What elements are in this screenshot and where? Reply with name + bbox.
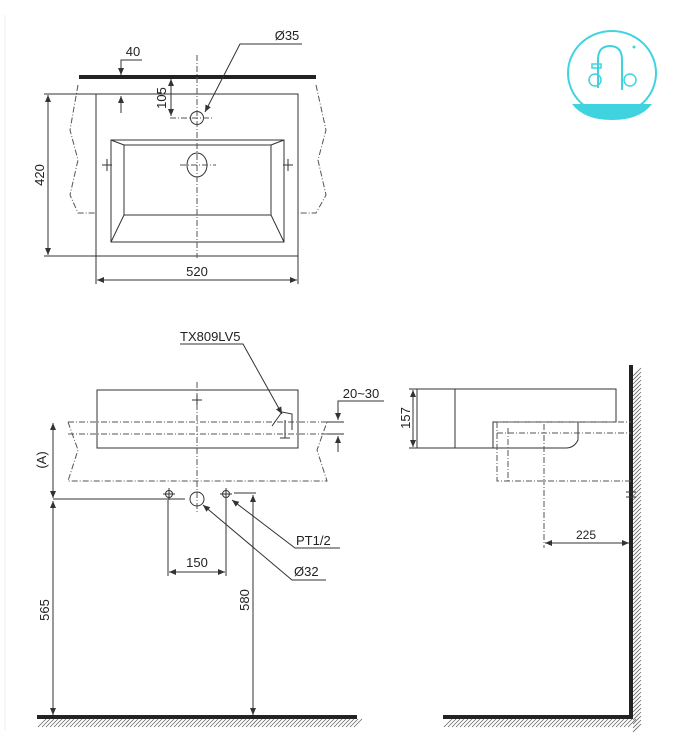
mount-mark-right bbox=[283, 159, 293, 171]
supply-right bbox=[220, 488, 232, 500]
side-view: 157 225 bbox=[398, 365, 642, 733]
faucet-logo-icon bbox=[567, 30, 657, 120]
mount-mark-left bbox=[102, 159, 112, 171]
dim-faucet-hole-diameter: Ø35 bbox=[275, 28, 300, 43]
front-view: TX809LV5 20~30 (A) 150 PT1/2 Ø32 565 580 bbox=[34, 329, 384, 728]
dim-drain-height: 565 bbox=[37, 599, 52, 621]
faucet-fitting bbox=[271, 411, 293, 439]
dim-width: 520 bbox=[186, 264, 208, 279]
supply-left bbox=[163, 488, 175, 500]
dim-wall-to-drain: 225 bbox=[576, 528, 596, 542]
dim-supply-spacing: 150 bbox=[186, 555, 208, 570]
hatch-pattern bbox=[37, 718, 363, 728]
dim-supply-height: 580 bbox=[237, 589, 252, 611]
sink-profile bbox=[416, 388, 617, 449]
drain-pipe bbox=[189, 491, 205, 507]
hatch-pattern bbox=[443, 367, 642, 733]
dim-counter-thickness: 20~30 bbox=[343, 386, 380, 401]
dim-height-a: (A) bbox=[34, 451, 49, 468]
dim-sink-height: 157 bbox=[398, 407, 413, 429]
top-view: 40 105 Ø35 420 520 bbox=[32, 28, 327, 284]
faucet-model-label: TX809LV5 bbox=[180, 329, 240, 344]
drain-diameter-label: Ø32 bbox=[294, 564, 319, 579]
dim-countertop-offset: 40 bbox=[126, 44, 140, 59]
supply-thread-label: PT1/2 bbox=[296, 533, 331, 548]
counter-outline-right bbox=[298, 84, 327, 214]
dim-faucet-hole-offset: 105 bbox=[154, 87, 169, 109]
dim-depth: 420 bbox=[32, 164, 47, 186]
counter-outline-left bbox=[69, 84, 96, 214]
